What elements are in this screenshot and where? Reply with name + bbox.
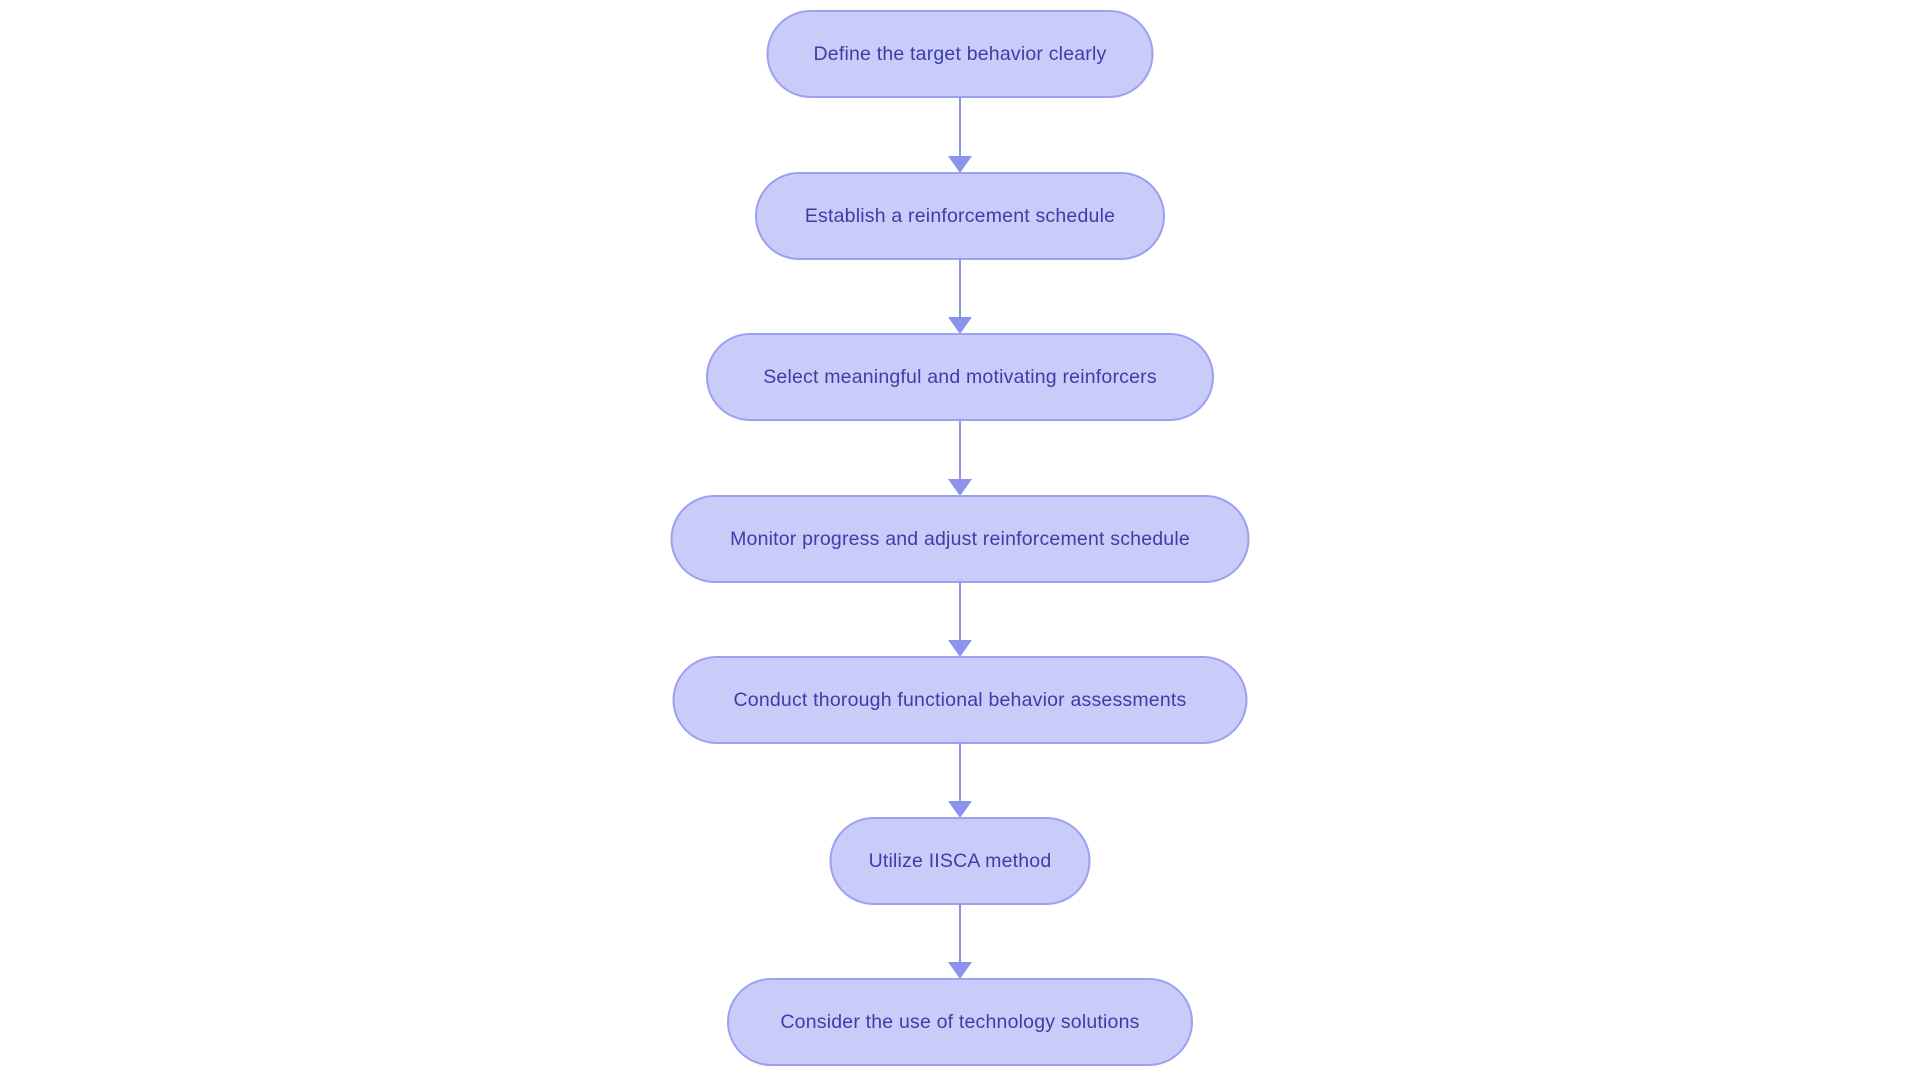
arrow-head-icon (948, 801, 972, 818)
arrow-line (958, 904, 962, 962)
arrow-head-icon (948, 479, 972, 496)
arrow-line (958, 97, 962, 156)
arrow-head-icon (948, 962, 972, 979)
flow-node-label: Define the target behavior clearly (813, 42, 1107, 65)
flow-arrow-6-7 (948, 904, 972, 979)
flow-arrow-4-5 (948, 582, 972, 657)
flow-node-technology-solutions: Consider the use of technology solutions (727, 978, 1193, 1066)
flow-node-label: Conduct thorough functional behavior ass… (733, 688, 1187, 711)
flow-node-label: Consider the use of technology solutions (780, 1010, 1140, 1033)
flow-node-define-target-behavior: Define the target behavior clearly (766, 10, 1154, 98)
flow-node-label: Establish a reinforcement schedule (804, 204, 1116, 227)
arrow-head-icon (948, 156, 972, 173)
flow-node-label: Utilize IISCA method (868, 849, 1052, 872)
flow-node-monitor-progress: Monitor progress and adjust reinforcemen… (670, 495, 1250, 583)
flow-node-select-reinforcers: Select meaningful and motivating reinfor… (706, 333, 1214, 421)
flow-node-label: Monitor progress and adjust reinforcemen… (730, 527, 1190, 550)
arrow-line (958, 259, 962, 317)
flow-arrow-1-2 (948, 97, 972, 173)
flow-arrow-3-4 (948, 420, 972, 496)
flow-arrow-2-3 (948, 259, 972, 334)
arrow-line (958, 582, 962, 640)
flow-arrow-5-6 (948, 743, 972, 818)
flow-node-label: Select meaningful and motivating reinfor… (763, 365, 1157, 388)
flow-node-utilize-iisca: Utilize IISCA method (829, 817, 1091, 905)
arrow-head-icon (948, 640, 972, 657)
flow-node-conduct-assessments: Conduct thorough functional behavior ass… (672, 656, 1248, 744)
flow-node-establish-reinforcement-schedule: Establish a reinforcement schedule (755, 172, 1165, 260)
arrow-head-icon (948, 317, 972, 334)
arrow-line (958, 420, 962, 479)
arrow-line (958, 743, 962, 801)
